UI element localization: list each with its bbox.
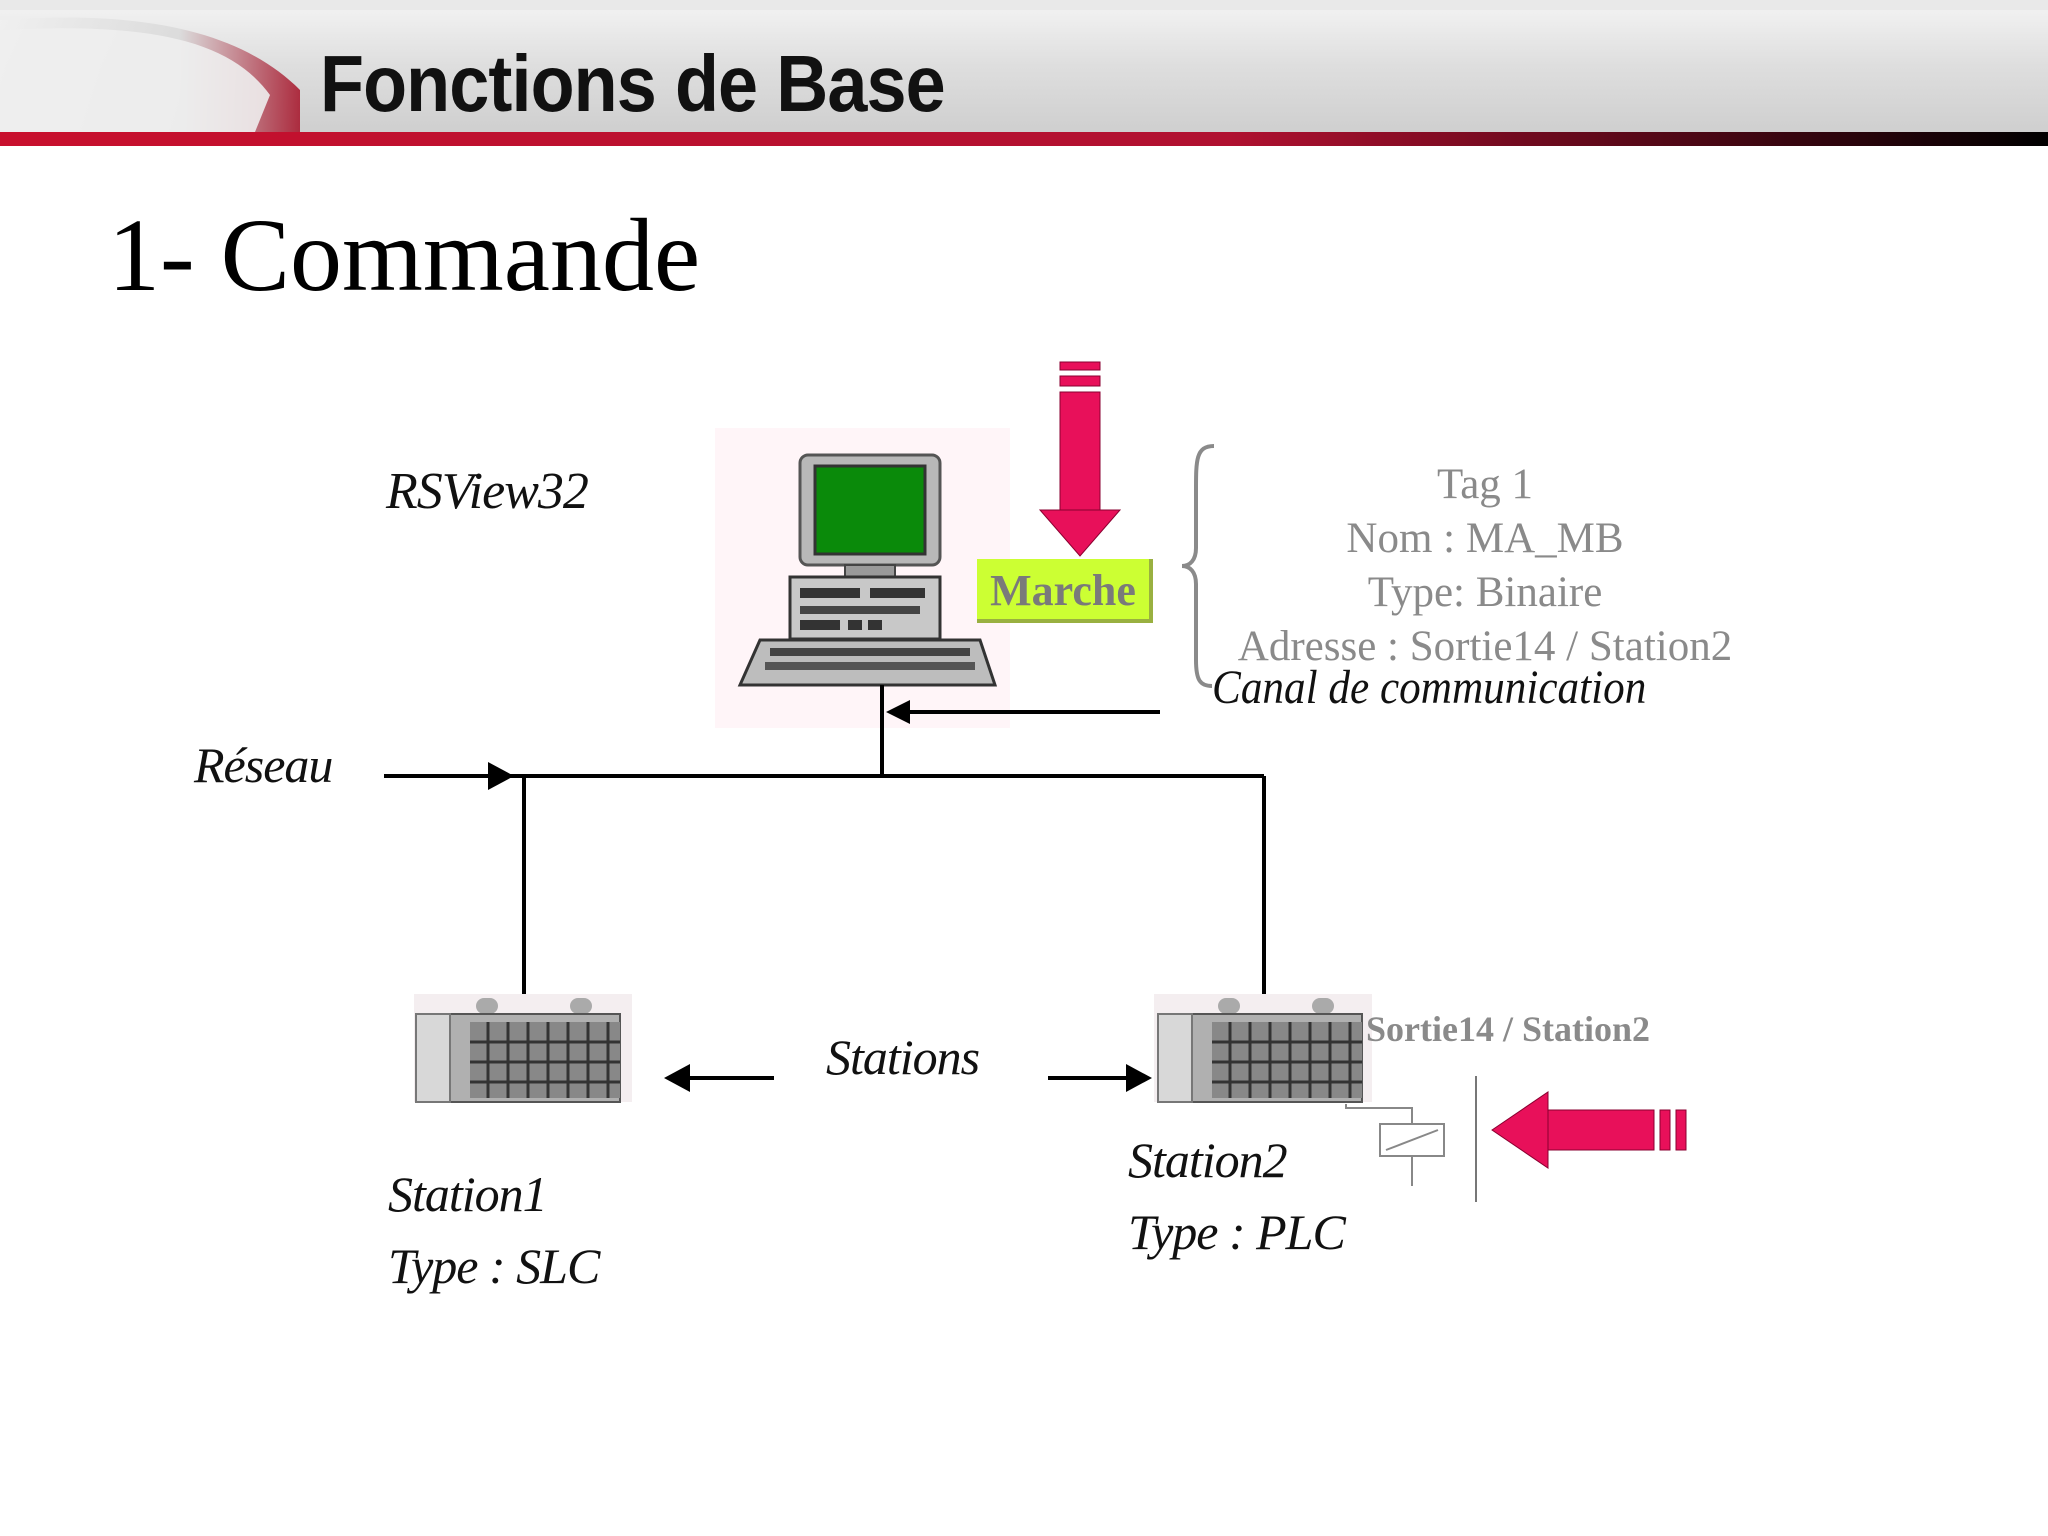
input-arrow-icon	[1038, 361, 1122, 557]
station2-type: Type : PLC	[1128, 1204, 1346, 1260]
tag-info: Tag 1 Nom : MA_MB Type: Binaire Adresse …	[1180, 458, 1790, 674]
stations-label: Stations	[826, 1029, 980, 1085]
slide-title: 1- Commande	[108, 198, 701, 313]
tag-line-3: Type: Binaire	[1367, 569, 1603, 616]
tag-line-4: Adresse : Sortie14 / Station2	[1237, 623, 1733, 670]
header-title: Fonctions de Base	[320, 39, 946, 128]
station1-rack-icon	[414, 994, 632, 1103]
output-address-label: Sortie14 / Station2	[1366, 1009, 1650, 1049]
station2-rack-icon	[1154, 994, 1372, 1103]
output-arrow-icon	[1491, 1091, 1687, 1169]
network-label: Réseau	[194, 737, 333, 793]
station1-name: Station1	[388, 1166, 548, 1222]
reseau-arrowhead	[488, 762, 514, 790]
station2-info: Station2 Type : PLC	[1128, 1124, 1346, 1268]
relay-coil-icon	[1345, 1076, 1477, 1202]
arrowheads	[488, 700, 1152, 1092]
station1-info: Station1 Type : SLC	[388, 1158, 600, 1302]
tag-brace	[1181, 444, 1215, 688]
header-background	[0, 0, 2048, 146]
marche-button[interactable]: Marche	[977, 559, 1153, 623]
tag-line-1: Tag 1	[1436, 461, 1534, 508]
tag-line-2: Nom : MA_MB	[1346, 515, 1624, 562]
stations-right-arrowhead	[1126, 1064, 1152, 1092]
station1-type: Type : SLC	[388, 1238, 600, 1294]
canal-arrowhead	[886, 700, 910, 724]
computer-icon	[737, 453, 998, 687]
software-label: RSView32	[386, 463, 589, 520]
slide-header: Fonctions de Base	[0, 0, 2048, 150]
channel-label: Canal de communication	[1212, 661, 1647, 714]
station2-name: Station2	[1128, 1132, 1288, 1188]
stations-left-arrowhead	[664, 1064, 690, 1092]
